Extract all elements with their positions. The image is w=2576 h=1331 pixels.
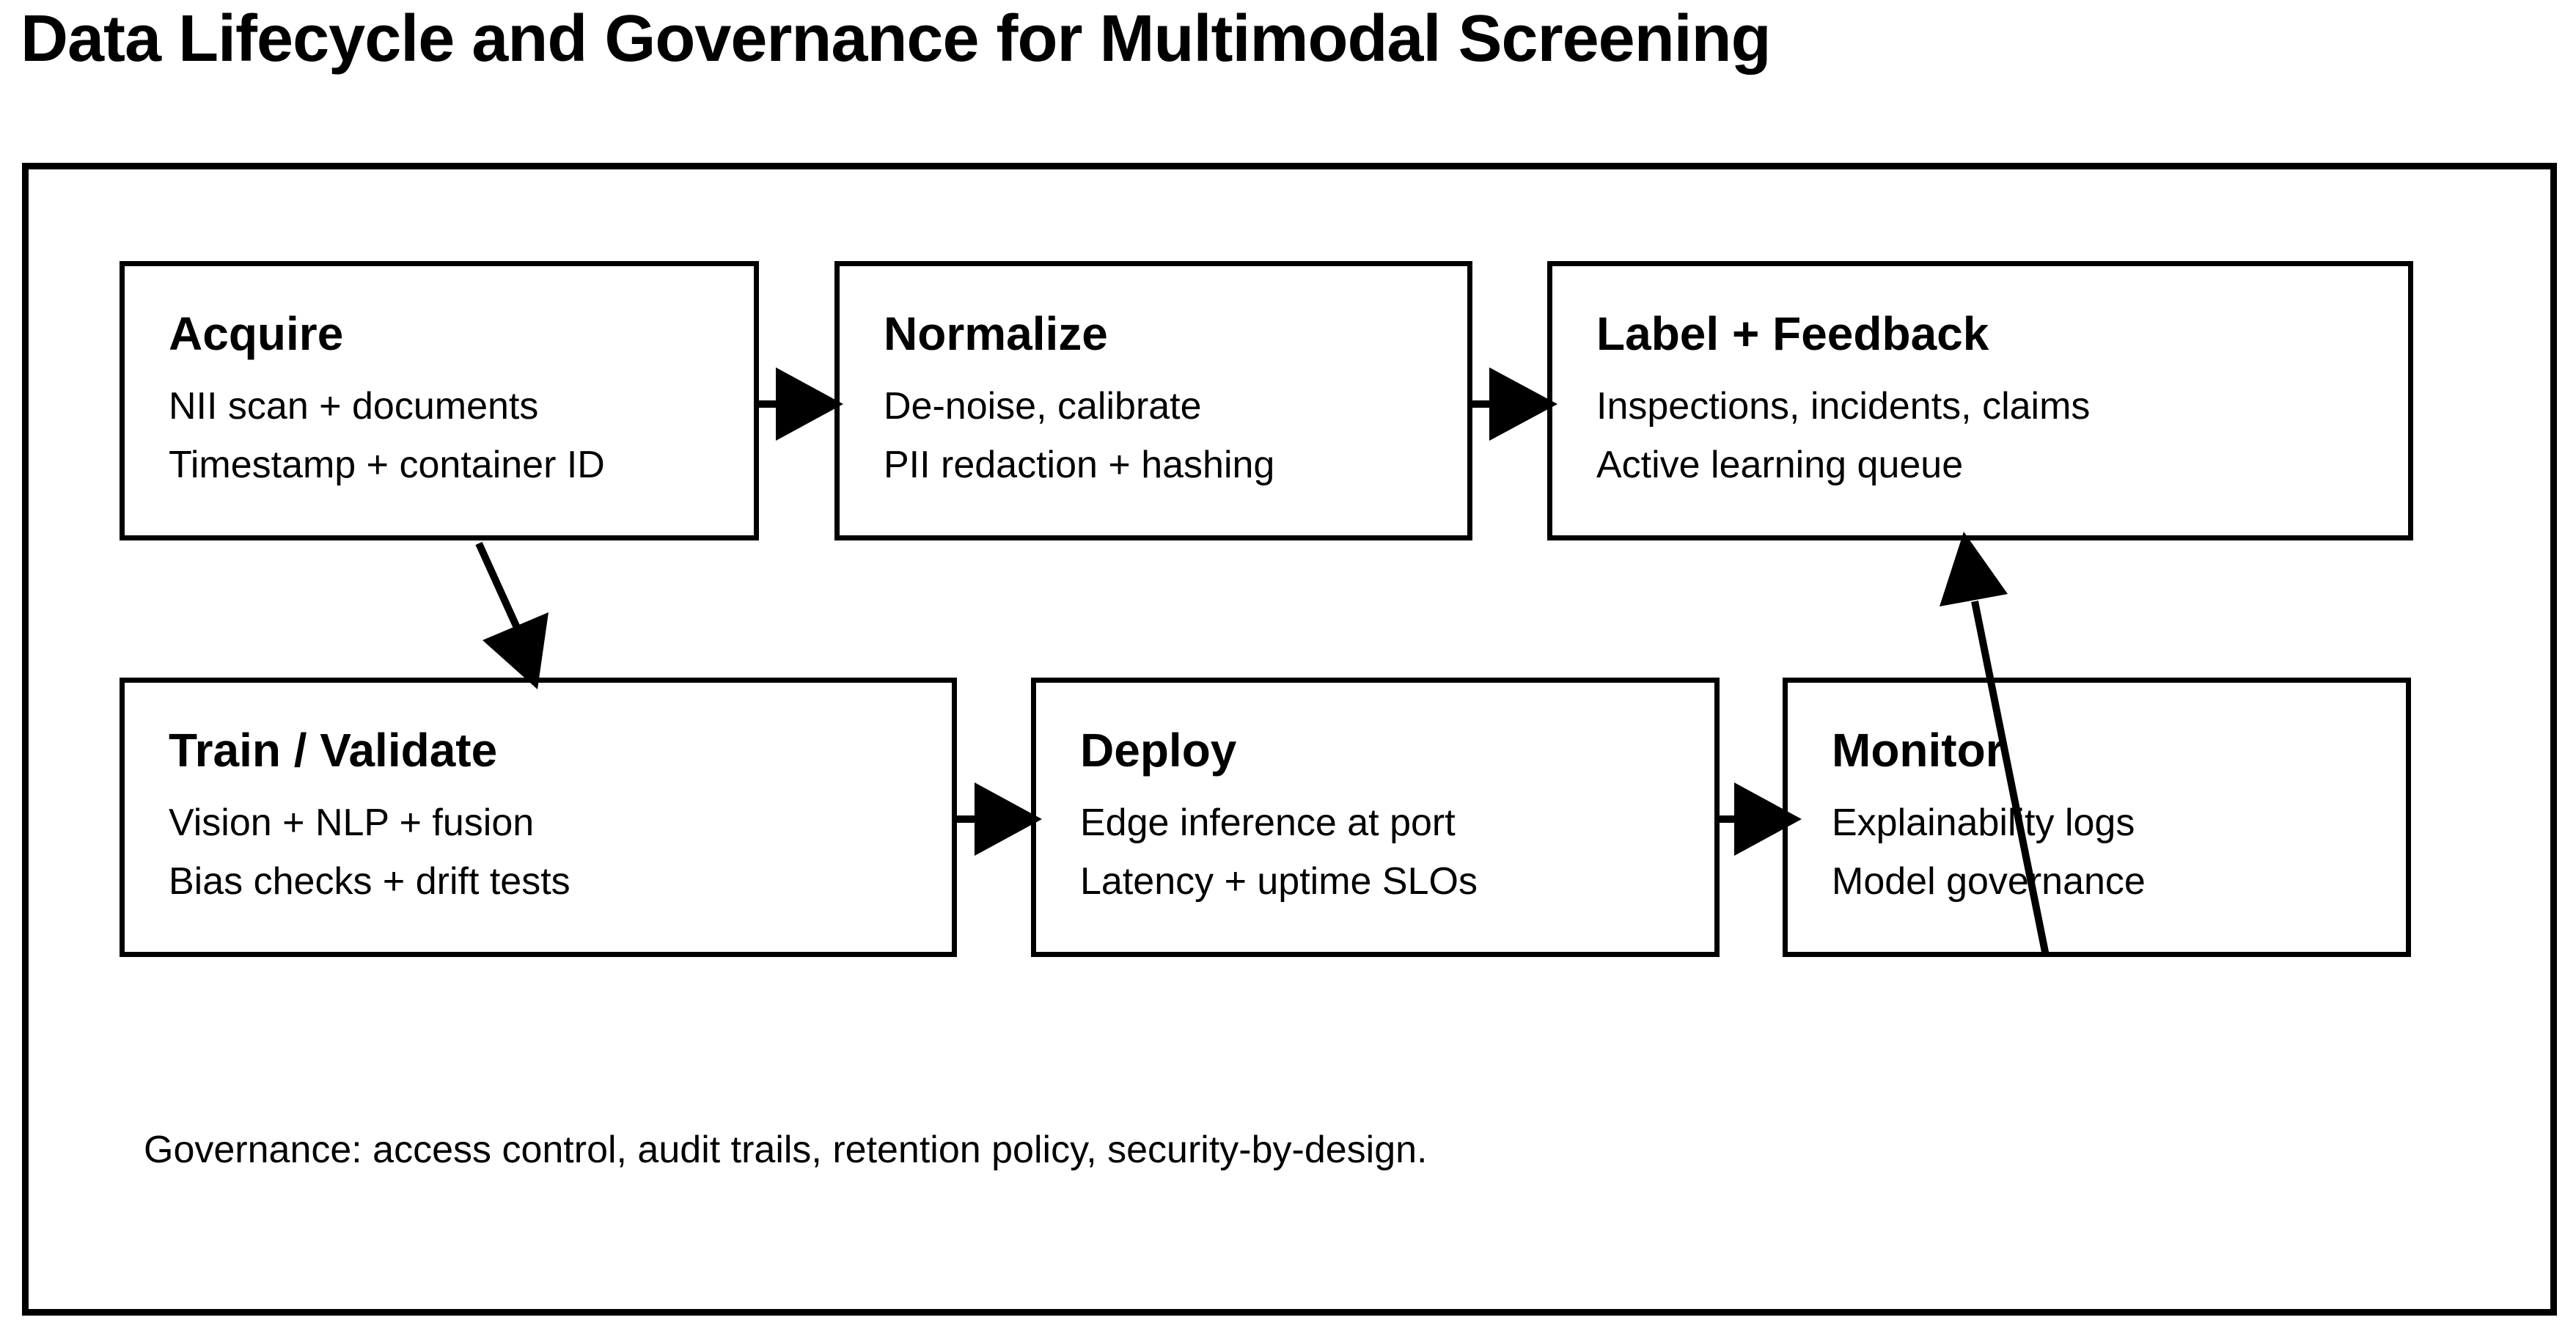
node-detail-line: Bias checks + drift tests: [169, 860, 570, 903]
node-label-feedback: Label + Feedback Inspections, incidents,…: [1547, 261, 2413, 540]
page-title: Data Lifecycle and Governance for Multim…: [21, 2, 1772, 76]
node-normalize: Normalize De-noise, calibrate PII redact…: [834, 261, 1472, 540]
node-detail-line: Edge inference at port: [1080, 802, 1456, 844]
governance-note: Governance: access control, audit trails…: [144, 1129, 1428, 1171]
node-title: Label + Feedback: [1596, 307, 1989, 360]
node-train-validate: Train / Validate Vision + NLP + fusion B…: [120, 678, 957, 957]
node-monitor: Monitor Explainability logs Model govern…: [1783, 678, 2411, 957]
node-title: Monitor: [1832, 724, 2004, 777]
node-title: Train / Validate: [169, 724, 498, 777]
node-detail-line: Inspections, incidents, claims: [1596, 385, 2091, 428]
node-title: Normalize: [884, 307, 1108, 360]
node-title: Acquire: [169, 307, 344, 360]
node-detail-line: Active learning queue: [1596, 444, 1964, 486]
node-detail-line: De-noise, calibrate: [884, 385, 1202, 428]
node-deploy: Deploy Edge inference at port Latency + …: [1031, 678, 1720, 957]
node-detail-line: Timestamp + container ID: [169, 444, 605, 486]
node-detail-line: NII scan + documents: [169, 385, 539, 428]
node-detail-line: PII redaction + hashing: [884, 444, 1275, 486]
node-detail-line: Explainability logs: [1832, 802, 2135, 844]
node-detail-line: Latency + uptime SLOs: [1080, 860, 1478, 903]
node-acquire: Acquire NII scan + documents Timestamp +…: [120, 261, 759, 540]
node-title: Deploy: [1080, 724, 1237, 777]
node-detail-line: Vision + NLP + fusion: [169, 802, 535, 844]
node-detail-line: Model governance: [1832, 860, 2146, 903]
